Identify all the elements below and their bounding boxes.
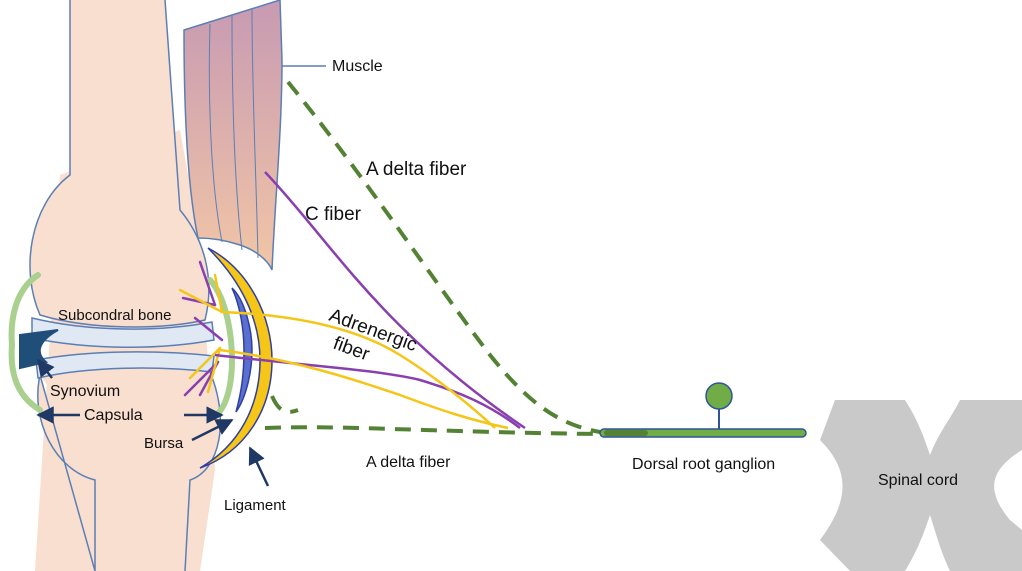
- ganglion-cell-body: [706, 383, 732, 409]
- spinal-cord-label: Spinal cord: [878, 472, 958, 489]
- c-fiber-line: [265, 172, 525, 428]
- capsula-label: Capsula: [84, 407, 143, 424]
- muscle-shape: [184, 0, 282, 270]
- synovium-label: Synovium: [50, 383, 120, 400]
- muscle-label: Muscle: [332, 58, 383, 75]
- a-delta-fiber-top-label: A delta fiber: [366, 159, 467, 180]
- a-delta-fiber-bottom-label: A delta fiber: [366, 454, 451, 471]
- ganglion-axon-dark-segment: [604, 430, 648, 436]
- c-fiber-label: C fiber: [305, 204, 362, 225]
- bursa-label: Bursa: [144, 435, 184, 452]
- ligament-label: Ligament: [224, 497, 287, 514]
- a-delta-fiber-top-line: [288, 82, 600, 432]
- dorsal-root-ganglion-label: Dorsal root ganglion: [632, 456, 775, 473]
- ligament-arrow: [250, 448, 268, 486]
- subchondral-bone-label: Subcondral bone: [58, 307, 171, 324]
